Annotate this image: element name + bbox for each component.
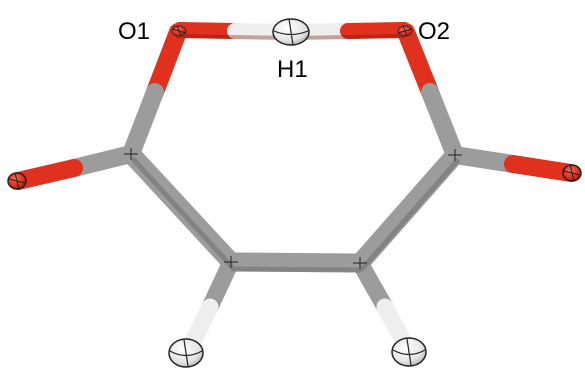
atom-c1 [124, 148, 138, 160]
atom-o2 [397, 25, 413, 37]
atom-o3 [7, 172, 27, 190]
bond-c4-c2 [350, 145, 465, 273]
atom-h2 [168, 338, 204, 368]
bond-c2-o4-carbon-half [446, 146, 522, 173]
atom-o1 [171, 25, 187, 37]
bond-o1-h1-oxygen-half [172, 22, 243, 39]
bond-c2-o4-oxygen-half [504, 155, 580, 182]
bond-shading [131, 34, 460, 273]
bond-c1-o3-carbon-half [65, 145, 140, 177]
label-h1: H1 [277, 56, 308, 83]
atom-h1 [272, 18, 310, 46]
bond-c1-o3-oxygen-half [9, 159, 83, 190]
atoms [7, 18, 582, 368]
bond-o2-c2-carbon-half [421, 83, 464, 164]
bond-c3-c4 [221, 252, 370, 273]
label-o2: O2 [418, 18, 451, 45]
bond-o1-c1-carbon-half [122, 83, 164, 163]
atom-h3 [391, 337, 427, 367]
bond-o2-c2-oxygen-half [397, 23, 439, 101]
bond-h1-o2-oxygen-half [340, 22, 412, 39]
bond-c1-c3 [121, 144, 241, 272]
bond-o1-c1-oxygen-half [146, 23, 187, 101]
atom-c3 [224, 256, 238, 268]
label-o1: O1 [118, 18, 151, 45]
atom-c2 [448, 149, 462, 161]
atom-c4 [353, 257, 367, 269]
bonds [9, 22, 580, 361]
atom-o4 [562, 164, 582, 182]
